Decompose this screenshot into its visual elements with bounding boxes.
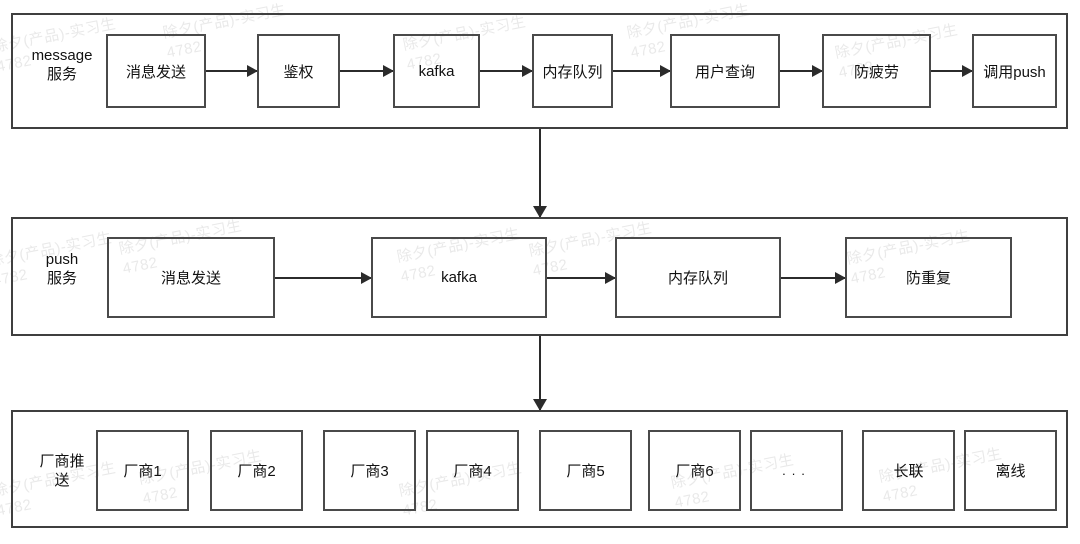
node-vendor-2[interactable]: 厂商2 [210,430,303,511]
node-offline[interactable]: 离线 [964,430,1057,511]
node-mem-queue-2[interactable]: 内存队列 [615,237,781,318]
node-kafka-2[interactable]: kafka [371,237,547,318]
node-call-push[interactable]: 调用push [972,34,1057,108]
swimlane-message-service [11,13,1068,129]
arrow-msg-send-to-auth [206,70,257,72]
node-vendor-1[interactable]: 厂商1 [96,430,189,511]
arrow-anti-fatigue-to-call-push [931,70,972,72]
node-vendor-5[interactable]: 厂商5 [539,430,632,511]
arrow-msg-send-2-to-kafka-2 [275,277,371,279]
swimlane-push-service [11,217,1068,336]
node-mem-queue-1[interactable]: 内存队列 [532,34,613,108]
node-anti-fatigue[interactable]: 防疲劳 [822,34,931,108]
arrow-kafka-2-to-mem-queue-2 [547,277,615,279]
arrow-auth-to-kafka [340,70,393,72]
node-msg-send-2[interactable]: 消息发送 [107,237,275,318]
arrow-user-query-to-anti-fatigue [780,70,822,72]
node-vendor-6[interactable]: 厂商6 [648,430,741,511]
lane-label-push-service: push 服务 [45,251,79,287]
arrow-mem-queue-2-to-anti-dup [781,277,845,279]
node-kafka-1[interactable]: kafka [393,34,480,108]
arrow-mem-queue-to-user-query [613,70,670,72]
node-vendor-3[interactable]: 厂商3 [323,430,416,511]
node-auth[interactable]: 鉴权 [257,34,340,108]
arrow-message-service-to-push-service [539,129,541,217]
lane-label-vendor-push: 厂商推 送 [39,453,85,489]
node-vendor-more[interactable]: ... [750,430,843,511]
node-changlian[interactable]: 长联 [862,430,955,511]
node-anti-dup[interactable]: 防重复 [845,237,1012,318]
arrow-kafka-to-mem-queue [480,70,532,72]
swimlane-vendor-push [11,410,1068,528]
node-msg-send[interactable]: 消息发送 [106,34,206,108]
node-user-query[interactable]: 用户查询 [670,34,780,108]
node-vendor-4[interactable]: 厂商4 [426,430,519,511]
lane-label-message-service: message 服务 [31,47,93,83]
arrow-push-service-to-vendor-push [539,336,541,410]
